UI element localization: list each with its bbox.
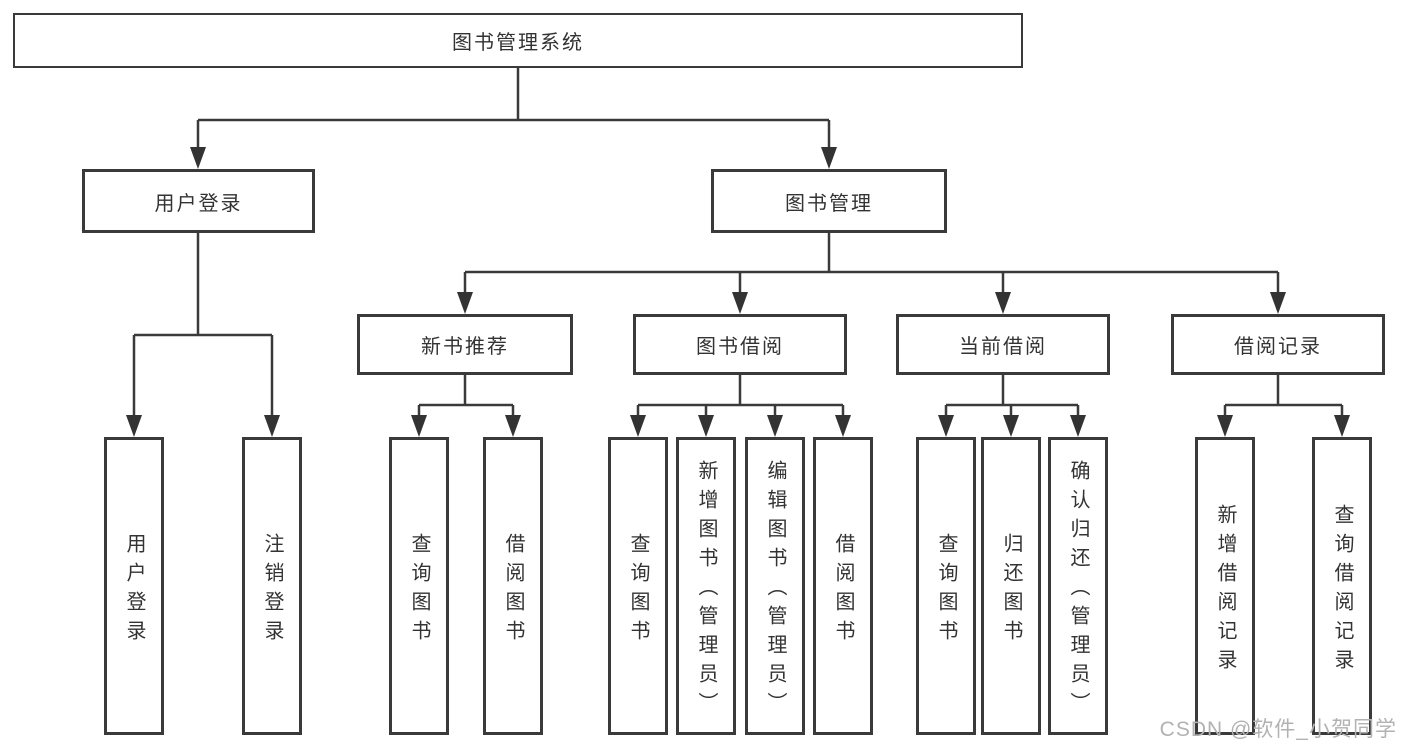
leaf-return-books: 归还图书 xyxy=(981,437,1041,735)
leaf-borrow-books-recommend: 借阅图书 xyxy=(483,437,543,735)
leaf-query-books-borrow: 查询图书 xyxy=(608,437,668,735)
node-label: 图书管理系统 xyxy=(452,32,584,54)
node-label: 查询借阅记录 xyxy=(1331,503,1353,678)
leaf-logout: 注销登录 xyxy=(242,437,302,735)
node-label: 查询图书 xyxy=(627,532,649,649)
leaf-add-books-admin: 新增图书（管理员） xyxy=(676,437,736,735)
node-label: 编辑图书（管理员） xyxy=(764,460,786,721)
node-label: 用户登录 xyxy=(154,192,243,215)
node-root-system: 图书管理系统 xyxy=(13,13,1023,68)
node-label: 借阅图书 xyxy=(832,532,854,649)
node-label: 查询图书 xyxy=(935,532,957,649)
leaf-query-books-recommend: 查询图书 xyxy=(389,437,449,735)
leaf-confirm-return-admin: 确认归还（管理员） xyxy=(1048,437,1108,735)
leaf-user-login: 用户登录 xyxy=(104,437,164,735)
node-label: 查询图书 xyxy=(408,532,430,649)
node-label: 归还图书 xyxy=(1000,532,1022,649)
node-book-borrowing: 图书借阅 xyxy=(633,314,847,375)
leaf-add-borrow-record: 新增借阅记录 xyxy=(1195,437,1255,735)
node-label: 新书推荐 xyxy=(421,336,509,358)
node-current-borrowing: 当前借阅 xyxy=(896,314,1110,375)
node-label: 新增借阅记录 xyxy=(1214,503,1236,678)
csdn-watermark: CSDN @软件_小贺同学 xyxy=(1159,718,1397,741)
node-label: 图书管理 xyxy=(785,192,873,215)
node-label: 确认归还（管理员） xyxy=(1067,460,1089,721)
node-label: 借阅记录 xyxy=(1234,336,1322,358)
leaf-query-borrow-record: 查询借阅记录 xyxy=(1312,437,1372,735)
node-book-management: 图书管理 xyxy=(711,169,947,233)
node-label: 注销登录 xyxy=(261,532,283,649)
node-label: 新增图书（管理员） xyxy=(695,460,717,721)
node-user-login: 用户登录 xyxy=(82,169,315,233)
leaf-edit-books-admin: 编辑图书（管理员） xyxy=(745,437,805,735)
node-label: 借阅图书 xyxy=(502,532,524,649)
leaf-borrow-books: 借阅图书 xyxy=(813,437,873,735)
node-new-book-recommendation: 新书推荐 xyxy=(357,314,573,375)
node-label: 图书借阅 xyxy=(696,336,784,358)
node-label: 用户登录 xyxy=(123,532,145,649)
leaf-query-books-current: 查询图书 xyxy=(916,437,976,735)
node-label: 当前借阅 xyxy=(959,336,1047,358)
node-borrowing-records: 借阅记录 xyxy=(1171,314,1385,375)
